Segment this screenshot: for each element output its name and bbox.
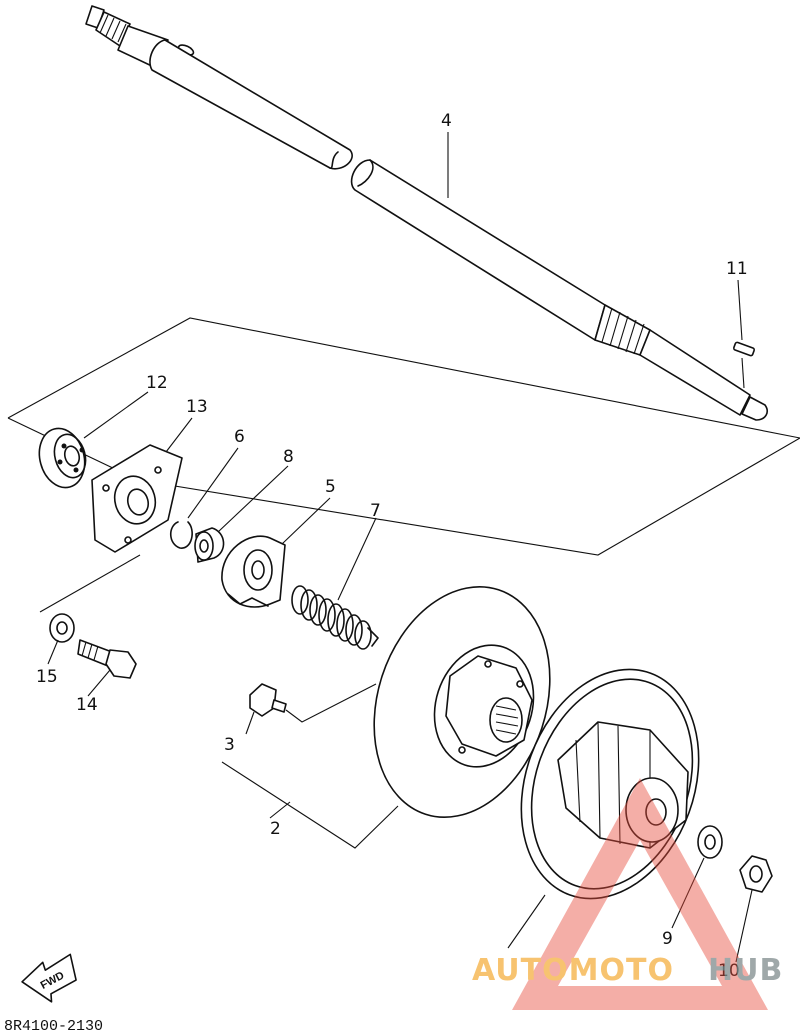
watermark-triangle-icon: [512, 778, 768, 1010]
callout-13: 13: [186, 397, 208, 417]
callout-3: 3: [224, 735, 235, 755]
callout-5: 5: [325, 477, 336, 497]
callout-9: 9: [662, 929, 673, 949]
slider-pin: [249, 683, 287, 717]
sliding-sheave: [373, 586, 551, 818]
compression-spring: [291, 585, 379, 650]
watermark: AUTOMOTO HUB: [472, 778, 783, 1010]
circlip: [169, 521, 193, 549]
callout-6: 6: [234, 427, 245, 447]
shaft-key: [732, 341, 756, 357]
callout-14: 14: [76, 695, 98, 715]
nut: [739, 855, 773, 893]
callout-7: 7: [370, 501, 381, 521]
bearing: [38, 427, 87, 489]
diagram-code: 8R4100-2130: [4, 1018, 103, 1033]
callout-15: 15: [36, 667, 58, 687]
watermark-text-automoto: AUTOMOTO: [472, 953, 674, 988]
callout-8: 8: [283, 447, 294, 467]
spring-seat: [221, 535, 286, 608]
bearing-plate: [91, 444, 183, 553]
leader-lines: [39, 132, 753, 963]
callout-2: 2: [270, 819, 281, 839]
watermark-text-hub: HUB: [708, 953, 783, 988]
washer-15: [49, 613, 75, 643]
fwd-arrow-icon: FWD: [21, 953, 77, 1003]
callout-10: 10: [718, 961, 740, 981]
fixed-sheave: [520, 668, 700, 900]
bolt: [77, 639, 137, 679]
callout-12: 12: [146, 373, 168, 393]
callout-11: 11: [726, 259, 748, 279]
callout-4: 4: [441, 111, 452, 131]
washer-9: [697, 825, 723, 859]
collar: [194, 527, 225, 563]
primary-shaft: [85, 5, 768, 421]
